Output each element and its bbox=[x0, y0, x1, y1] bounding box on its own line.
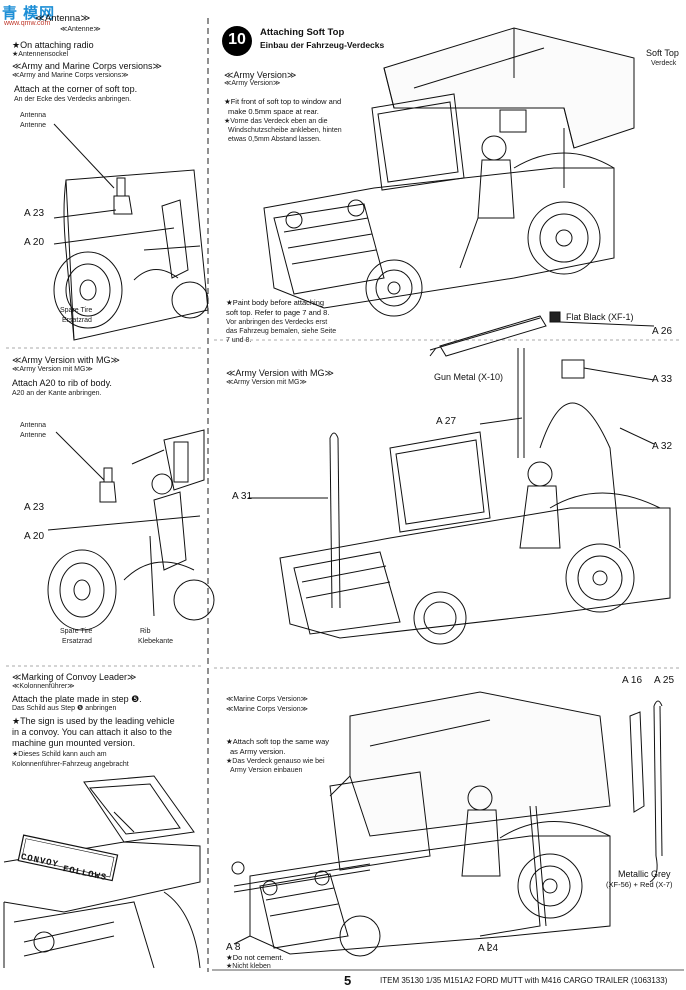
mg-antenna-label-en: Antenna bbox=[20, 422, 47, 429]
part-a23-label: A 23 bbox=[24, 208, 45, 219]
army-version-de: ≪Army Version≫ bbox=[224, 80, 281, 87]
rib-label-de: Klebekante bbox=[138, 638, 174, 645]
radio-versions-en: ≪Army and Marine Corps versions≫ bbox=[12, 61, 162, 71]
watermark-logo: 青 模网 www.qmw.com bbox=[2, 2, 70, 32]
convoy-title-en: ≪Marking of Convoy Leader≫ bbox=[12, 672, 137, 682]
radio-instruction-de: An der Ecke des Verdecks anbringen. bbox=[14, 96, 132, 103]
army-note-en-2: make 0.5mm space at rear. bbox=[228, 107, 319, 116]
army-note-de-2: Windschutzscheibe ankleben, hinten bbox=[228, 127, 342, 134]
part-a32-label: A 32 bbox=[652, 441, 673, 452]
paint-note-de-1: Vor anbringen des Verdecks erst bbox=[226, 319, 328, 326]
soft-top-label-de: Verdeck bbox=[651, 60, 677, 67]
paint-note-en-1: ★Paint body before attaching bbox=[226, 298, 325, 307]
mg-part-a20-label: A 20 bbox=[24, 531, 45, 542]
convoy-instruction-de: Das Schild aus Step ❺ anbringen bbox=[12, 705, 117, 712]
step-title-en: Attaching Soft Top bbox=[260, 27, 345, 38]
convoy-note-de-1: ★Dieses Schild kann auch am bbox=[12, 751, 107, 758]
step-title-de: Einbau der Fahrzeug-Verdecks bbox=[260, 40, 385, 50]
step-number: 10 bbox=[228, 31, 246, 48]
marine-note-en-2: as Army version. bbox=[230, 747, 286, 756]
radio-antenna-label-de: Antenne bbox=[20, 122, 47, 129]
soft-top-label-en: Soft Top bbox=[646, 48, 679, 58]
part-a20-label: A 20 bbox=[24, 237, 45, 248]
marine-version-en: ≪Marine Corps Version≫ bbox=[226, 696, 308, 703]
radio-instruction-en: Attach at the corner of soft top. bbox=[14, 84, 138, 94]
mg-instruction-de: A20 an der Kante anbringen. bbox=[12, 390, 102, 397]
antenna-header-en: ≪Antenna≫ bbox=[35, 13, 91, 24]
part-a27-label: A 27 bbox=[436, 416, 457, 427]
convoy-note-en-3: machine gun mounted version. bbox=[12, 738, 136, 748]
convoy-note-de-2: Kolonnenführer-Fahrzeug angebracht bbox=[12, 761, 129, 768]
part-a8-label: A 8 bbox=[226, 942, 241, 953]
marine-note-de-1: ★Das Verdeck genauso wie bei bbox=[226, 758, 325, 765]
mg-version-de: ≪Army Version mit MG≫ bbox=[226, 379, 307, 386]
mg-part-a23-label: A 23 bbox=[24, 502, 45, 513]
part-a33-label: A 33 bbox=[652, 374, 673, 385]
radio-title-de: ★Antennensockel bbox=[12, 51, 69, 58]
mg-instruction-en: Attach A20 to rib of body. bbox=[12, 378, 112, 388]
army-soft-top-illustration bbox=[263, 27, 635, 317]
no-cement-de: ★Nicht kleben bbox=[226, 963, 271, 970]
gun-metal-label: Gun Metal (X-10) bbox=[434, 372, 504, 382]
mg-spare-tire-label-en: Spare Tire bbox=[60, 628, 93, 635]
mg-antenna-illustration bbox=[47, 429, 215, 631]
flat-black-label: Flat Black (XF-1) bbox=[566, 312, 634, 322]
step-number-circle bbox=[222, 26, 252, 56]
radio-versions-de: ≪Army and Marine Corps versions≫ bbox=[12, 72, 129, 79]
rib-label-en: Rib bbox=[140, 628, 151, 635]
metallic-grey-label: Metallic Grey bbox=[618, 869, 671, 879]
convoy-note-en-2: in a convoy. You can attach it also to t… bbox=[12, 727, 172, 737]
part-a26-label: A 26 bbox=[652, 326, 673, 337]
army-note-en-1: ★Fit front of soft top to window and bbox=[224, 97, 342, 106]
mg-version-title-de: ≪Army Version mit MG≫ bbox=[12, 366, 93, 373]
spare-tire-label-en: Spare Tire bbox=[60, 307, 93, 314]
mg-antenna-label-de: Antenne bbox=[20, 432, 47, 439]
convoy-title-de: ≪Kolonnenführer≫ bbox=[12, 683, 75, 690]
radio-antenna-label-en: Antenna bbox=[20, 112, 47, 119]
army-note-de-3: etwas 0,5mm Abstand lassen. bbox=[228, 136, 321, 143]
antenna-header-de: ≪Antenne≫ bbox=[60, 26, 101, 33]
convoy-instruction-en: Attach the plate made in step ❺. bbox=[12, 694, 142, 704]
marine-version-de: ≪Marine Corps Version≫ bbox=[226, 706, 308, 713]
convoy-note-en-1: ★The sign is used by the leading vehicle bbox=[12, 716, 175, 726]
radio-antenna-illustration bbox=[53, 123, 209, 341]
radio-title-en: ★On attaching radio bbox=[12, 40, 94, 50]
mg-jeep-illustration bbox=[248, 311, 671, 645]
paint-note-de-3: 7 und 8. bbox=[226, 337, 252, 344]
marine-note-en-1: ★Attach soft top the same way bbox=[226, 737, 330, 746]
part-a31-label: A 31 bbox=[232, 491, 253, 502]
footer-item-text: ITEM 35130 1/35 M151A2 FORD MUTT with M4… bbox=[380, 976, 668, 985]
army-note-de-1: ★Vorne das Verdeck eben an die bbox=[224, 118, 328, 125]
part-a25-label: A 25 bbox=[654, 675, 675, 686]
marine-note-de-2: Army Version einbauen bbox=[230, 767, 303, 774]
army-version-en: ≪Army Version≫ bbox=[224, 70, 297, 80]
spare-tire-label-de: Ersatzrad bbox=[62, 317, 92, 324]
paint-note-en-2: soft top. Refer to page 7 and 8. bbox=[226, 308, 330, 317]
page-number: 5 bbox=[344, 973, 352, 988]
watermark-brand: 青 模网 bbox=[2, 5, 56, 22]
paint-note-de-2: das Fahrzeug bemalen, siehe Seite bbox=[226, 328, 337, 335]
marine-jeep-illustration bbox=[231, 691, 663, 957]
mg-spare-tire-label-de: Ersatzrad bbox=[62, 638, 92, 645]
part-a16-label: A 16 bbox=[622, 675, 643, 686]
paint-mix-label: (XF-56) + Red (X-7) bbox=[606, 880, 673, 889]
mg-version-en: ≪Army Version with MG≫ bbox=[226, 368, 334, 378]
mg-version-title-en: ≪Army Version with MG≫ bbox=[12, 355, 120, 365]
watermark-url: www.qmw.com bbox=[4, 20, 51, 27]
no-cement-en: ★Do not cement. bbox=[226, 953, 284, 962]
convoy-plate-illustration bbox=[3, 775, 201, 969]
